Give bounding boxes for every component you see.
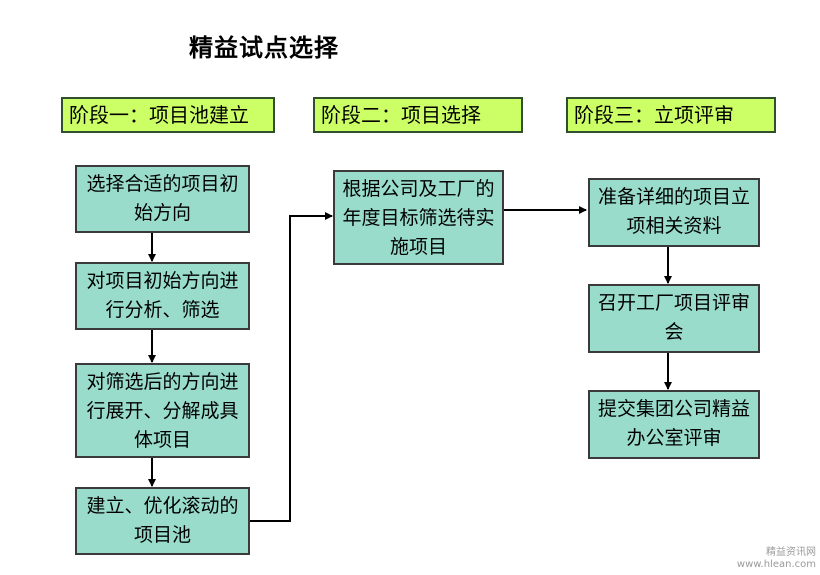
step-select-projects: 根据公司及工厂的年度目标筛选待实施项目 — [333, 170, 504, 265]
watermark-line2: www.hlean.com — [736, 559, 816, 570]
step-build-project-pool: 建立、优化滚动的项目池 — [75, 487, 250, 555]
step-prepare-materials: 准备详细的项目立项相关资料 — [588, 178, 760, 247]
arrow-c1-to-c2 — [249, 212, 333, 522]
stage-3-label: 阶段三：立项评审 — [566, 97, 776, 133]
watermark-line1: 精益资讯网 — [766, 547, 816, 558]
step-factory-review: 召开工厂项目评审会 — [588, 284, 760, 353]
step-initial-direction: 选择合适的项目初始方向 — [75, 165, 250, 233]
stage-1-label: 阶段一：项目池建立 — [61, 97, 275, 133]
step-analyze-filter: 对项目初始方向进行分析、筛选 — [75, 262, 250, 330]
watermark: 精益资讯网 www.hlean.com — [737, 547, 816, 571]
stage-2-label: 阶段二：项目选择 — [313, 97, 523, 133]
page-title: 精益试点选择 — [189, 34, 339, 62]
step-expand-decompose: 对筛选后的方向进行展开、分解成具体项目 — [75, 363, 250, 458]
step-group-review: 提交集团公司精益办公室评审 — [588, 390, 760, 459]
